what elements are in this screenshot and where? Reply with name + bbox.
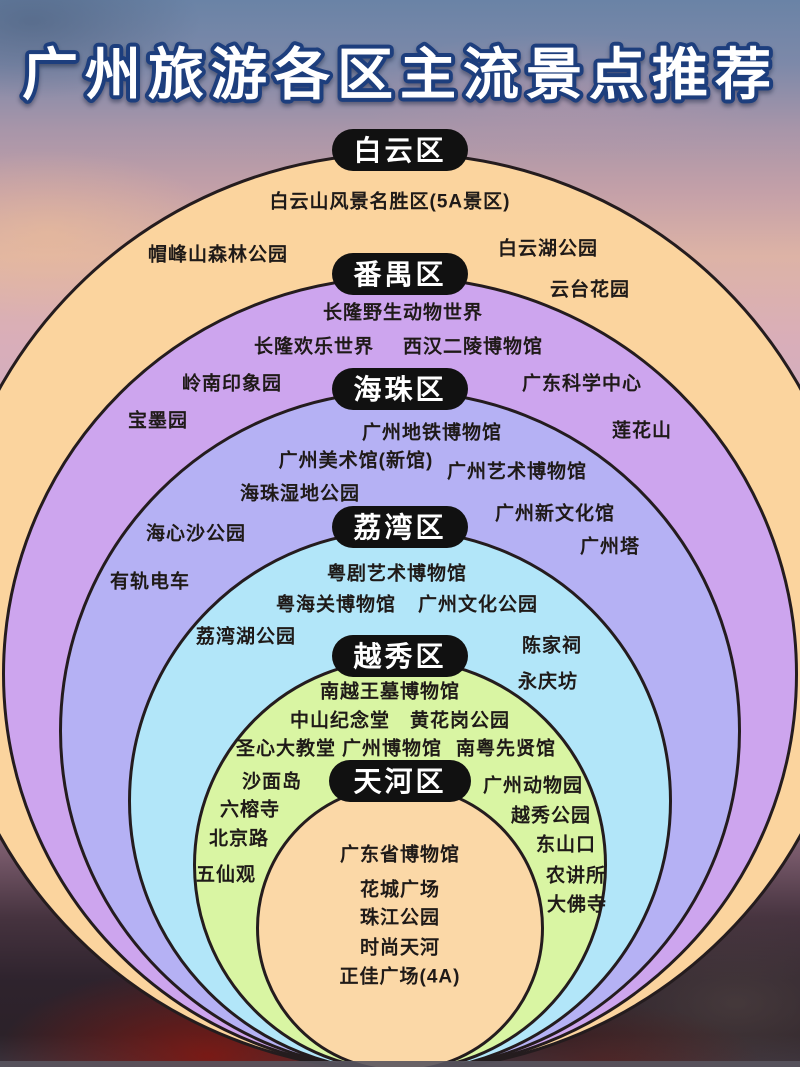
attraction-label: 广州美术馆(新馆) xyxy=(278,450,434,472)
attraction-label: 永庆坊 xyxy=(517,671,579,693)
district-pill-liwan: 荔湾区 xyxy=(332,506,468,548)
attraction-label: 帽峰山森林公园 xyxy=(147,244,289,266)
attraction-label: 广州动物园 xyxy=(482,775,584,797)
attraction-label: 广州博物馆 xyxy=(341,738,443,760)
attraction-label: 云台花园 xyxy=(549,279,631,301)
district-pill-tianhe: 天河区 xyxy=(329,760,471,802)
district-pill-yuexiu: 越秀区 xyxy=(332,635,468,677)
district-pill-baiyun: 白云区 xyxy=(332,129,468,171)
attraction-label: 时尚天河 xyxy=(359,937,441,959)
attraction-label: 广东省博物馆 xyxy=(339,844,461,866)
attraction-label: 中山纪念堂 xyxy=(289,710,391,732)
attraction-label: 越秀公园 xyxy=(510,805,592,827)
attraction-label: 农讲所 xyxy=(545,865,607,887)
attraction-label: 长隆野生动物世界 xyxy=(322,302,484,324)
attraction-label: 岭南印象园 xyxy=(181,373,283,395)
attraction-label: 有轨电车 xyxy=(109,571,191,593)
attraction-label: 荔湾湖公园 xyxy=(195,626,297,648)
attraction-label: 白云湖公园 xyxy=(497,238,599,260)
attraction-label: 黄花岗公园 xyxy=(409,710,511,732)
attraction-label: 南粤先贤馆 xyxy=(455,738,557,760)
attraction-label: 北京路 xyxy=(208,828,270,850)
attraction-label: 广州地铁博物馆 xyxy=(361,422,503,444)
attraction-label: 白云山风景名胜区(5A景区) xyxy=(269,191,511,213)
title-text: 广州旅游各区主流景点推荐 xyxy=(22,43,778,106)
attraction-label: 粤剧艺术博物馆 xyxy=(326,563,468,585)
attraction-label: 广州艺术博物馆 xyxy=(446,461,588,483)
district-pill-panyu: 番禺区 xyxy=(332,253,468,295)
attraction-label: 海珠湿地公园 xyxy=(239,483,361,505)
attraction-label: 广东科学中心 xyxy=(521,373,643,395)
attraction-label: 南越王墓博物馆 xyxy=(319,681,461,703)
attraction-label: 大佛寺 xyxy=(546,894,608,916)
attraction-label: 粤海关博物馆 xyxy=(275,594,397,616)
attraction-label: 陈家祠 xyxy=(521,635,583,657)
bottom-horizon-strip xyxy=(0,1061,800,1067)
attraction-label: 莲花山 xyxy=(611,420,673,442)
attraction-label: 海心沙公园 xyxy=(145,523,247,545)
attraction-label: 宝墨园 xyxy=(127,410,189,432)
poster-title: 广州旅游各区主流景点推荐 xyxy=(18,39,778,110)
attraction-label: 珠江公园 xyxy=(359,907,441,929)
attraction-label: 五仙观 xyxy=(195,864,257,886)
attraction-label: 广州文化公园 xyxy=(417,594,539,616)
attraction-label: 广州新文化馆 xyxy=(494,503,616,525)
attraction-label: 沙面岛 xyxy=(241,771,303,793)
attraction-label: 广州塔 xyxy=(579,536,641,558)
attraction-label: 正佳广场(4A) xyxy=(339,966,461,988)
attraction-label: 六榕寺 xyxy=(219,799,281,821)
attraction-label: 西汉二陵博物馆 xyxy=(402,336,544,358)
district-pill-haizhu: 海珠区 xyxy=(332,368,468,410)
attraction-label: 长隆欢乐世界 xyxy=(253,336,375,358)
attraction-label: 圣心大教堂 xyxy=(235,738,337,760)
attraction-label: 东山口 xyxy=(535,834,597,856)
district-circle-tianhe xyxy=(256,784,544,1067)
attraction-label: 花城广场 xyxy=(359,879,441,901)
